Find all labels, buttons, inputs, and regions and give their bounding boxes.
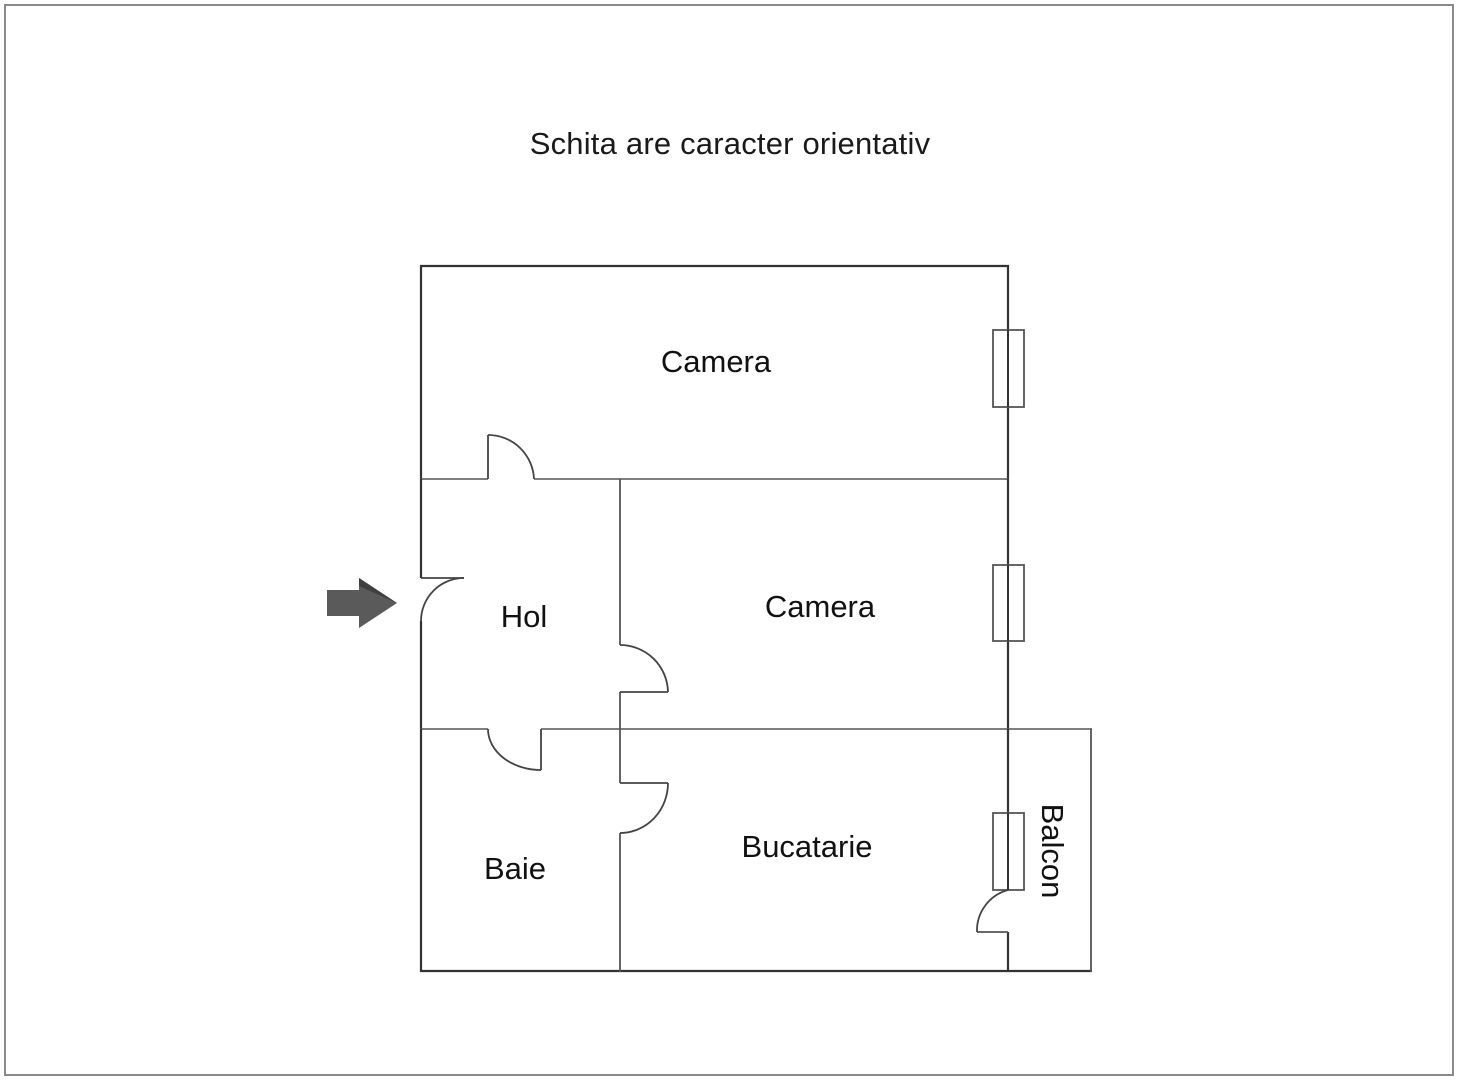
room-label-camera-top: Camera <box>660 344 772 379</box>
room-label-baie: Baie <box>483 851 547 886</box>
room-label-camera-middle: Camera <box>764 589 876 624</box>
page-title: Schita are caracter orientativ <box>529 126 931 161</box>
door-bucatarie <box>619 782 669 834</box>
door-entrance-hol <box>420 577 465 622</box>
door-hol-camera-middle <box>619 644 669 693</box>
room-label-balcon: Balcon <box>1035 803 1070 899</box>
room-label-bucatarie: Bucatarie <box>741 829 873 864</box>
door-balcon <box>976 889 1009 933</box>
page-border <box>4 4 1454 1076</box>
entrance-direction-arrow <box>327 578 397 628</box>
door-camera-top-hol <box>487 434 535 480</box>
window-camera-middle <box>992 564 1025 642</box>
room-camera-top-walls <box>419 264 1010 480</box>
window-balcony-door <box>992 812 1025 891</box>
room-label-hol: Hol <box>500 599 548 634</box>
window-camera-top <box>992 329 1025 408</box>
door-baie <box>487 728 542 771</box>
